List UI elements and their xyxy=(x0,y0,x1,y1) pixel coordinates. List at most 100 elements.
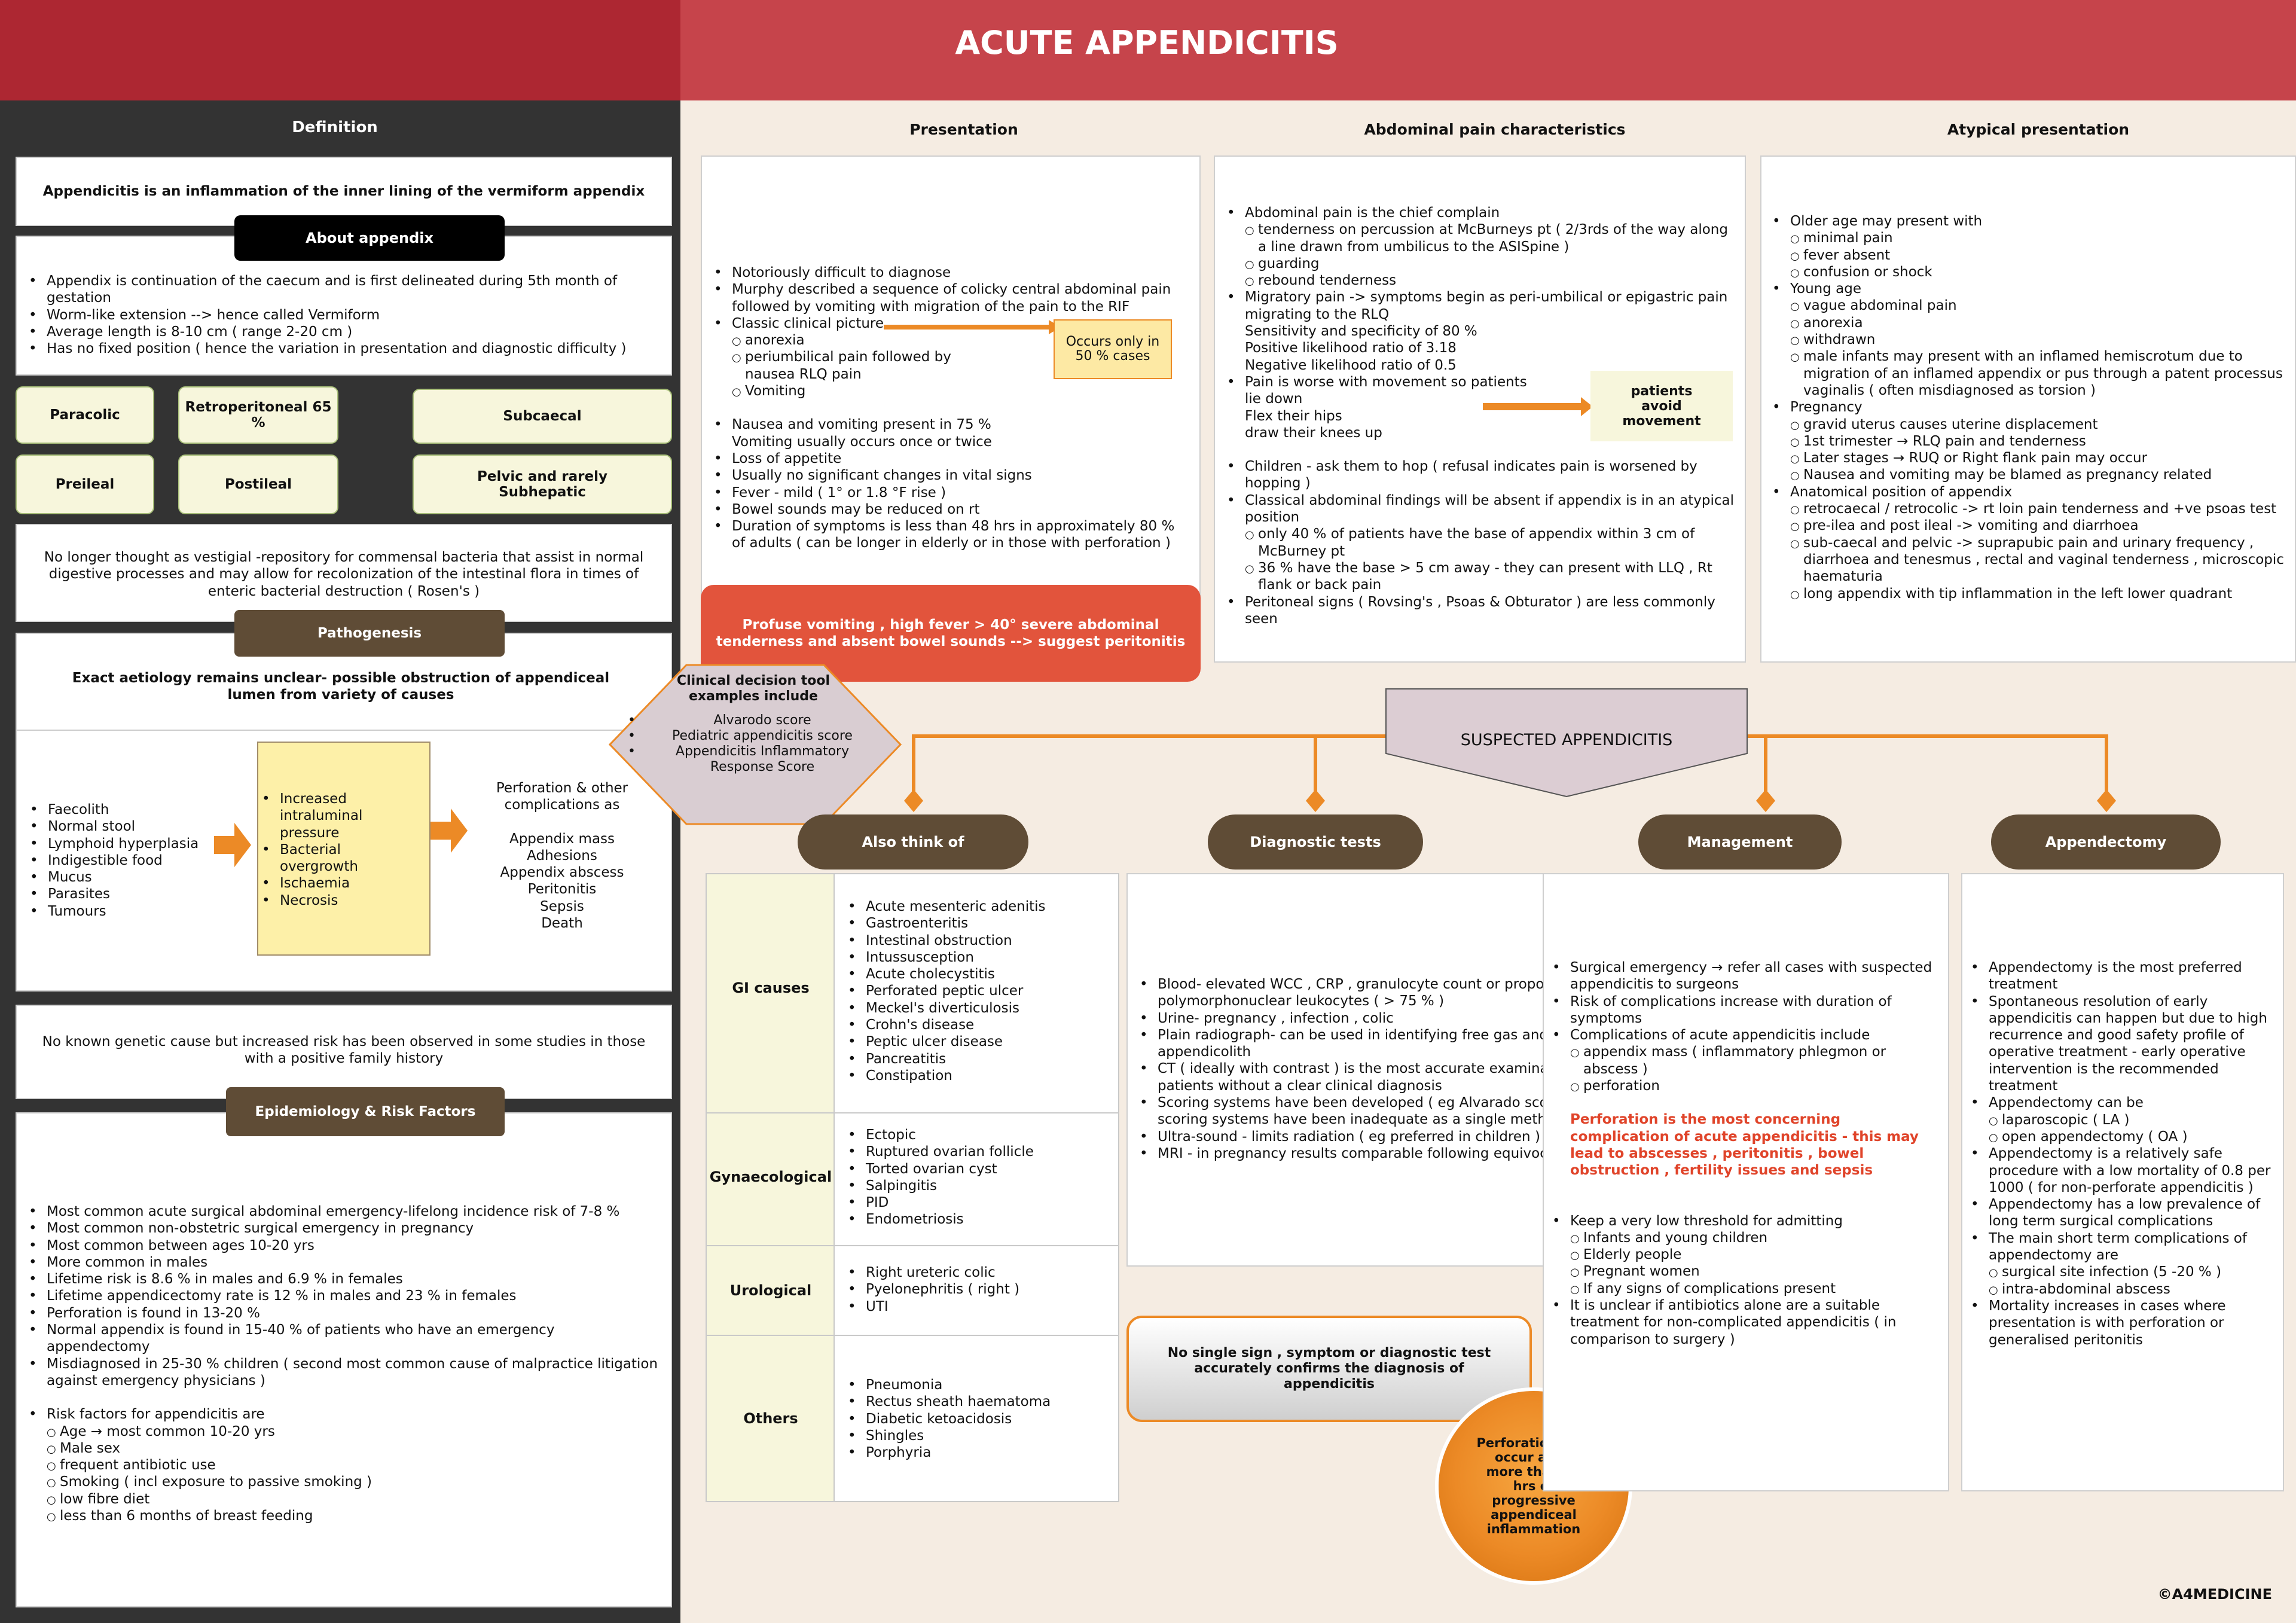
diagnostic-pill: Diagnostic tests xyxy=(1208,814,1423,870)
list-item: Nausea and vomiting may be blamed as pre… xyxy=(1790,466,2289,485)
list-item: Elderly people xyxy=(1570,1246,1942,1265)
list-item: Positive likelihood ratio of 3.18 xyxy=(1245,340,1457,356)
list-item: gravid uterus causes uterine displacemen… xyxy=(1790,416,2289,435)
list-item: Rectus sheath haematoma xyxy=(848,1393,1109,1411)
list-item: Bacterial overgrowth xyxy=(262,841,423,875)
management-pill: Management xyxy=(1638,814,1842,870)
table-row: Gynaecological Ectopic Ruptured ovarian … xyxy=(707,1113,1118,1246)
list-item: Perforation is found in 13-20 % xyxy=(29,1305,661,1322)
definition-text: Appendicitis is an inflammation of the i… xyxy=(42,184,645,199)
list-item: retrocaecal / retrocolic -> rt loin pain… xyxy=(1790,501,2289,519)
category-label: Others xyxy=(743,1410,798,1427)
list-item: Murphy described a sequence of colicky c… xyxy=(714,281,1190,315)
suspected-label: SUSPECTED APPENDICITIS xyxy=(1460,731,1673,749)
list-item: draw their knees up xyxy=(1245,425,1382,441)
list-item: Appendectomy is a relatively safe proced… xyxy=(1971,1145,2277,1196)
list-item: anorexia xyxy=(732,332,1190,350)
list-item: Average length is 8-10 cm ( range 2-20 c… xyxy=(29,324,661,341)
list-item: perforation xyxy=(1570,1078,1942,1096)
list-item: Young age xyxy=(1772,280,2289,298)
list-item: less than 6 months of breast feeding xyxy=(47,1508,661,1526)
list-item: Gastroenteritis xyxy=(848,915,1109,932)
outcome-line: Adhesions xyxy=(527,847,597,864)
list-item: frequent antibiotic use xyxy=(47,1457,661,1475)
list-item: surgical site infection (5 -20 % ) xyxy=(1989,1264,2277,1282)
list-item: Negative likelihood ratio of 0.5 xyxy=(1245,357,1457,373)
list-item: Most common acute surgical abdominal eme… xyxy=(29,1203,661,1221)
list-item: Torted ovarian cyst xyxy=(848,1161,1109,1178)
causes-list: Faecolith Normal stool Lymphoid hyperpla… xyxy=(28,801,219,920)
list-item: tenderness on percussion at McBurneys pt… xyxy=(1245,221,1738,255)
list-item: Children - ask them to hop ( refusal ind… xyxy=(1227,458,1738,492)
atypical-heading: Atypical presentation xyxy=(1947,121,2130,138)
definition-box: Appendicitis is an inflammation of the i… xyxy=(16,157,672,226)
category-label: Urological xyxy=(729,1282,812,1299)
list-item: Misdiagnosed in 25-30 % children ( secon… xyxy=(29,1356,661,1390)
list-item: rebound tenderness xyxy=(1245,272,1738,291)
category-list: Acute mesenteric adenitis Gastroenteriti… xyxy=(845,898,1109,1085)
about-list: Appendix is continuation of the caecum a… xyxy=(26,273,661,358)
list-item: Indigestible food xyxy=(30,852,219,870)
list-item: Faecolith xyxy=(30,801,219,819)
table-row: GI causes Acute mesenteric adenitis Gast… xyxy=(707,874,1118,1113)
list-item: PID xyxy=(848,1194,1109,1212)
list-item: Fever - mild ( 1° or 1.8 °F rise ) xyxy=(714,484,1190,502)
list-item: Vomiting xyxy=(732,383,1190,401)
list-item: Pediatric appendicitis score xyxy=(628,728,861,744)
presentation-box: Notoriously difficult to diagnose Murphy… xyxy=(701,155,1201,622)
list-item: Mortality increases in cases where prese… xyxy=(1971,1298,2277,1349)
about-appendix-label: About appendix xyxy=(234,215,505,261)
also-think-pill: Also think of xyxy=(798,814,1028,870)
diamond-icon xyxy=(1306,789,1325,812)
list-item: Acute cholecystitis xyxy=(848,966,1109,983)
appendectomy-list: Appendectomy is the most preferred treat… xyxy=(1968,959,2277,1349)
list-item: Male sex xyxy=(47,1440,661,1459)
list-item: withdrawn xyxy=(1790,331,2289,350)
list-item: vague abdominal pain xyxy=(1790,297,2289,316)
decision-tool-content: Clinical decision tool examples include … xyxy=(628,673,861,775)
outcome-line: Appendix abscess xyxy=(500,865,624,881)
list-item: Pneumonia xyxy=(848,1377,1109,1394)
list-item: intra-abdominal abscess xyxy=(1989,1281,2277,1299)
suspected-pentagon xyxy=(1385,688,1748,798)
list-item: Ultra-sound - limits radiation ( eg pref… xyxy=(1140,1128,1708,1146)
list-item: Has no fixed position ( hence the variat… xyxy=(29,340,661,358)
genetic-text: No known genetic cause but increased ris… xyxy=(42,1034,646,1067)
list-item: Peritoneal signs ( Rovsing's , Psoas & O… xyxy=(1227,594,1738,628)
presentation-heading: Presentation xyxy=(909,121,1018,138)
vestigial-box: No longer thought as vestigial -reposito… xyxy=(16,524,672,622)
category-label: Gynaecological xyxy=(709,1169,832,1185)
appendectomy-pill: Appendectomy xyxy=(1991,814,2221,870)
list-item: Age → most common 10-20 yrs xyxy=(47,1423,661,1442)
table-category-col xyxy=(707,874,835,1501)
list-item: Most common between ages 10-20 yrs xyxy=(29,1237,661,1255)
callout-50: Occurs only in 50 % cases xyxy=(1054,319,1172,379)
list-item: guarding xyxy=(1245,255,1738,274)
decision-tool-title: Clinical decision tool examples include xyxy=(676,673,831,704)
list-item: Lifetime risk is 8.6 % in males and 6.9 … xyxy=(29,1271,661,1288)
outcome-line: Appendix mass xyxy=(509,831,615,847)
list-item: Right ureteric colic xyxy=(848,1264,1109,1282)
management-list: Surgical emergency → refer all cases wit… xyxy=(1550,959,1942,1096)
list-item: Notoriously difficult to diagnose xyxy=(714,264,1190,282)
list-item: sub-caecal and pelvic -> suprapubic pain… xyxy=(1790,535,2289,585)
list-item: Spontaneous resolution of early appendic… xyxy=(1971,993,2277,1095)
list-item: periumbilical pain followed by xyxy=(732,349,1190,367)
list-item: Flex their hips xyxy=(1245,408,1342,424)
list-item: lie down xyxy=(1245,391,1303,407)
list-item: Diabetic ketoacidosis xyxy=(848,1411,1109,1428)
abdominal-list-2: Children - ask them to hop ( refusal ind… xyxy=(1225,458,1738,627)
list-item: Blood- elevated WCC , CRP , granulocyte … xyxy=(1140,976,1708,1010)
list-item: Sensitivity and specificity of 80 % xyxy=(1245,324,1477,340)
no-sign-text: No single sign , symptom or diagnostic t… xyxy=(1167,1346,1491,1392)
list-item: Usually no significant changes in vital … xyxy=(714,467,1190,484)
also-think-table: GI causes Acute mesenteric adenitis Gast… xyxy=(706,873,1119,1502)
callout-text: Occurs only in 50 % cases xyxy=(1065,334,1160,364)
pathogenesis-intro: Exact aetiology remains unclear- possibl… xyxy=(72,670,610,703)
position-subcaecal: Subcaecal xyxy=(413,389,672,444)
page-title: ACUTE APPENDICITIS xyxy=(955,24,1339,62)
list-item: UTI xyxy=(848,1298,1109,1316)
copyright: ©A4MEDICINE xyxy=(2157,1586,2272,1603)
connector-v4 xyxy=(2105,734,2108,800)
category-list: Right ureteric colic Pyelonephritis ( ri… xyxy=(845,1264,1109,1315)
